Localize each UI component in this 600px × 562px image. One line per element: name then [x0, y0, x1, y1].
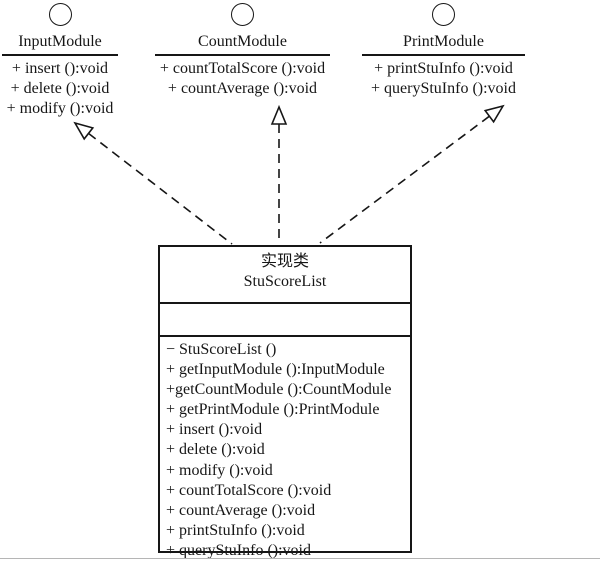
- interface-circle-icon: [432, 3, 455, 26]
- class-method: + queryStuInfo ():void: [166, 541, 311, 559]
- class-method: + insert ():void: [166, 421, 263, 439]
- interface-method: + countAverage ():void: [167, 80, 318, 97]
- class-method: +getCountModule ():CountModule: [166, 381, 392, 399]
- class-stuscorelist: 实现类 StuScoreList − StuScoreList () + get…: [158, 245, 412, 559]
- class-method: + modify ():void: [166, 461, 273, 479]
- class-method: + countAverage ():void: [166, 501, 316, 519]
- interface-name: CountModule: [198, 33, 287, 50]
- scan-artifact-line: [0, 558, 600, 559]
- interface-method: + printStuInfo ():void: [374, 60, 513, 77]
- class-method: + countTotalScore ():void: [166, 481, 332, 499]
- interface-inputmodule: InputModule + insert ():void + delete ()…: [2, 3, 118, 119]
- arrowhead-inputmodule: [73, 121, 95, 141]
- interface-circle-icon: [48, 3, 72, 26]
- interface-method: + delete ():void: [10, 80, 110, 97]
- interface-printmodule: PrintModule + printStuInfo ():void + que…: [362, 3, 525, 99]
- class-header: 实现类 StuScoreList: [160, 247, 410, 304]
- class-method: + printStuInfo ():void: [166, 521, 305, 539]
- interface-divider: [2, 54, 118, 56]
- class-stereotype: 实现类: [260, 253, 309, 270]
- interface-circle-icon: [231, 3, 254, 26]
- interface-divider: [362, 54, 525, 56]
- class-method: − StuScoreList (): [166, 341, 277, 358]
- arrowhead-countmodule: [270, 104, 288, 125]
- interface-method-list: + printStuInfo ():void + queryStuInfo ()…: [371, 56, 516, 99]
- interface-method: + countTotalScore ():void: [159, 60, 326, 77]
- class-method: + getInputModule ():InputModule: [166, 361, 385, 379]
- interface-name: InputModule: [18, 33, 102, 50]
- class-methods-compartment: − StuScoreList () + getInputModule ():In…: [160, 337, 410, 561]
- class-name: StuScoreList: [243, 273, 327, 290]
- interface-method: + insert ():void: [11, 60, 109, 77]
- interface-divider: [155, 54, 330, 56]
- interface-method: + modify ():void: [6, 100, 114, 117]
- class-method: + getPrintModule ():PrintModule: [166, 401, 380, 419]
- class-method: + delete ():void: [166, 441, 265, 459]
- interface-method-list: + countTotalScore ():void + countAverage…: [160, 56, 325, 99]
- interface-method-list: + insert ():void + delete ():void + modi…: [7, 56, 114, 119]
- interface-method: + queryStuInfo ():void: [371, 80, 516, 97]
- interface-countmodule: CountModule + countTotalScore ():void + …: [155, 3, 330, 99]
- arrowhead-printmodule: [483, 104, 505, 124]
- class-attributes-compartment: [160, 304, 410, 337]
- interface-name: PrintModule: [403, 33, 484, 50]
- realization-line-inputmodule: [88, 132, 233, 245]
- realization-line-printmodule: [319, 115, 490, 244]
